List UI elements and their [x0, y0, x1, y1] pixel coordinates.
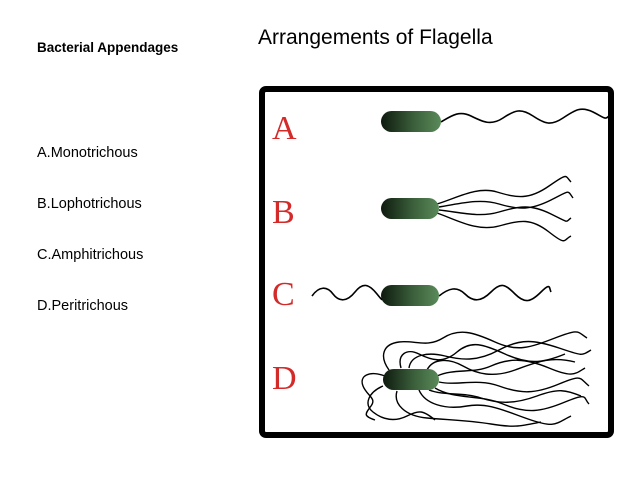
panel-letter-b: B: [272, 194, 295, 231]
flagellum: [361, 372, 386, 421]
flagellum: [436, 359, 586, 377]
amphitrichous-bacterium: [311, 284, 552, 306]
flagellum: [434, 387, 590, 412]
flagellum: [399, 344, 566, 369]
flagellum: [426, 358, 576, 376]
bacterial-cell: [381, 198, 439, 219]
bacterial-cell: [383, 369, 439, 390]
flagellum: [382, 331, 588, 371]
flagellum: [438, 206, 572, 222]
lophotrichous-bacterium: [381, 175, 574, 242]
flagellum: [436, 212, 572, 242]
panel-letter-c: C: [272, 276, 295, 313]
type-amphitrichous: C.Amphitrichous: [37, 247, 144, 263]
flagellum: [418, 389, 572, 426]
type-lophotrichous: B.Lophotrichous: [37, 196, 142, 212]
flagellum: [395, 390, 542, 427]
flagellum: [438, 191, 574, 209]
panel-letter-a: A: [272, 110, 297, 147]
flagellum: [438, 284, 552, 302]
type-monotrichous: A.Monotrichous: [37, 145, 138, 161]
section-heading: Bacterial Appendages: [37, 40, 179, 55]
peritrichous-bacterium: [361, 331, 592, 427]
figure-frame: [259, 86, 614, 438]
flagellum: [367, 385, 436, 421]
flagella-arrangement-figure: A B C D: [259, 86, 614, 438]
monotrichous-bacterium: [381, 108, 610, 132]
flagellum: [438, 377, 590, 393]
bacterial-cell: [381, 111, 441, 132]
panel-letter-d: D: [272, 360, 297, 397]
flagellum: [436, 175, 572, 205]
slide-title: Arrangements of Flagella: [258, 26, 493, 49]
flagellum: [311, 284, 384, 301]
flagellum: [428, 389, 582, 403]
flagellum: [440, 108, 610, 124]
bacterial-cell: [381, 285, 439, 306]
flagellum: [408, 340, 592, 369]
type-peritrichous: D.Peritrichous: [37, 298, 129, 314]
